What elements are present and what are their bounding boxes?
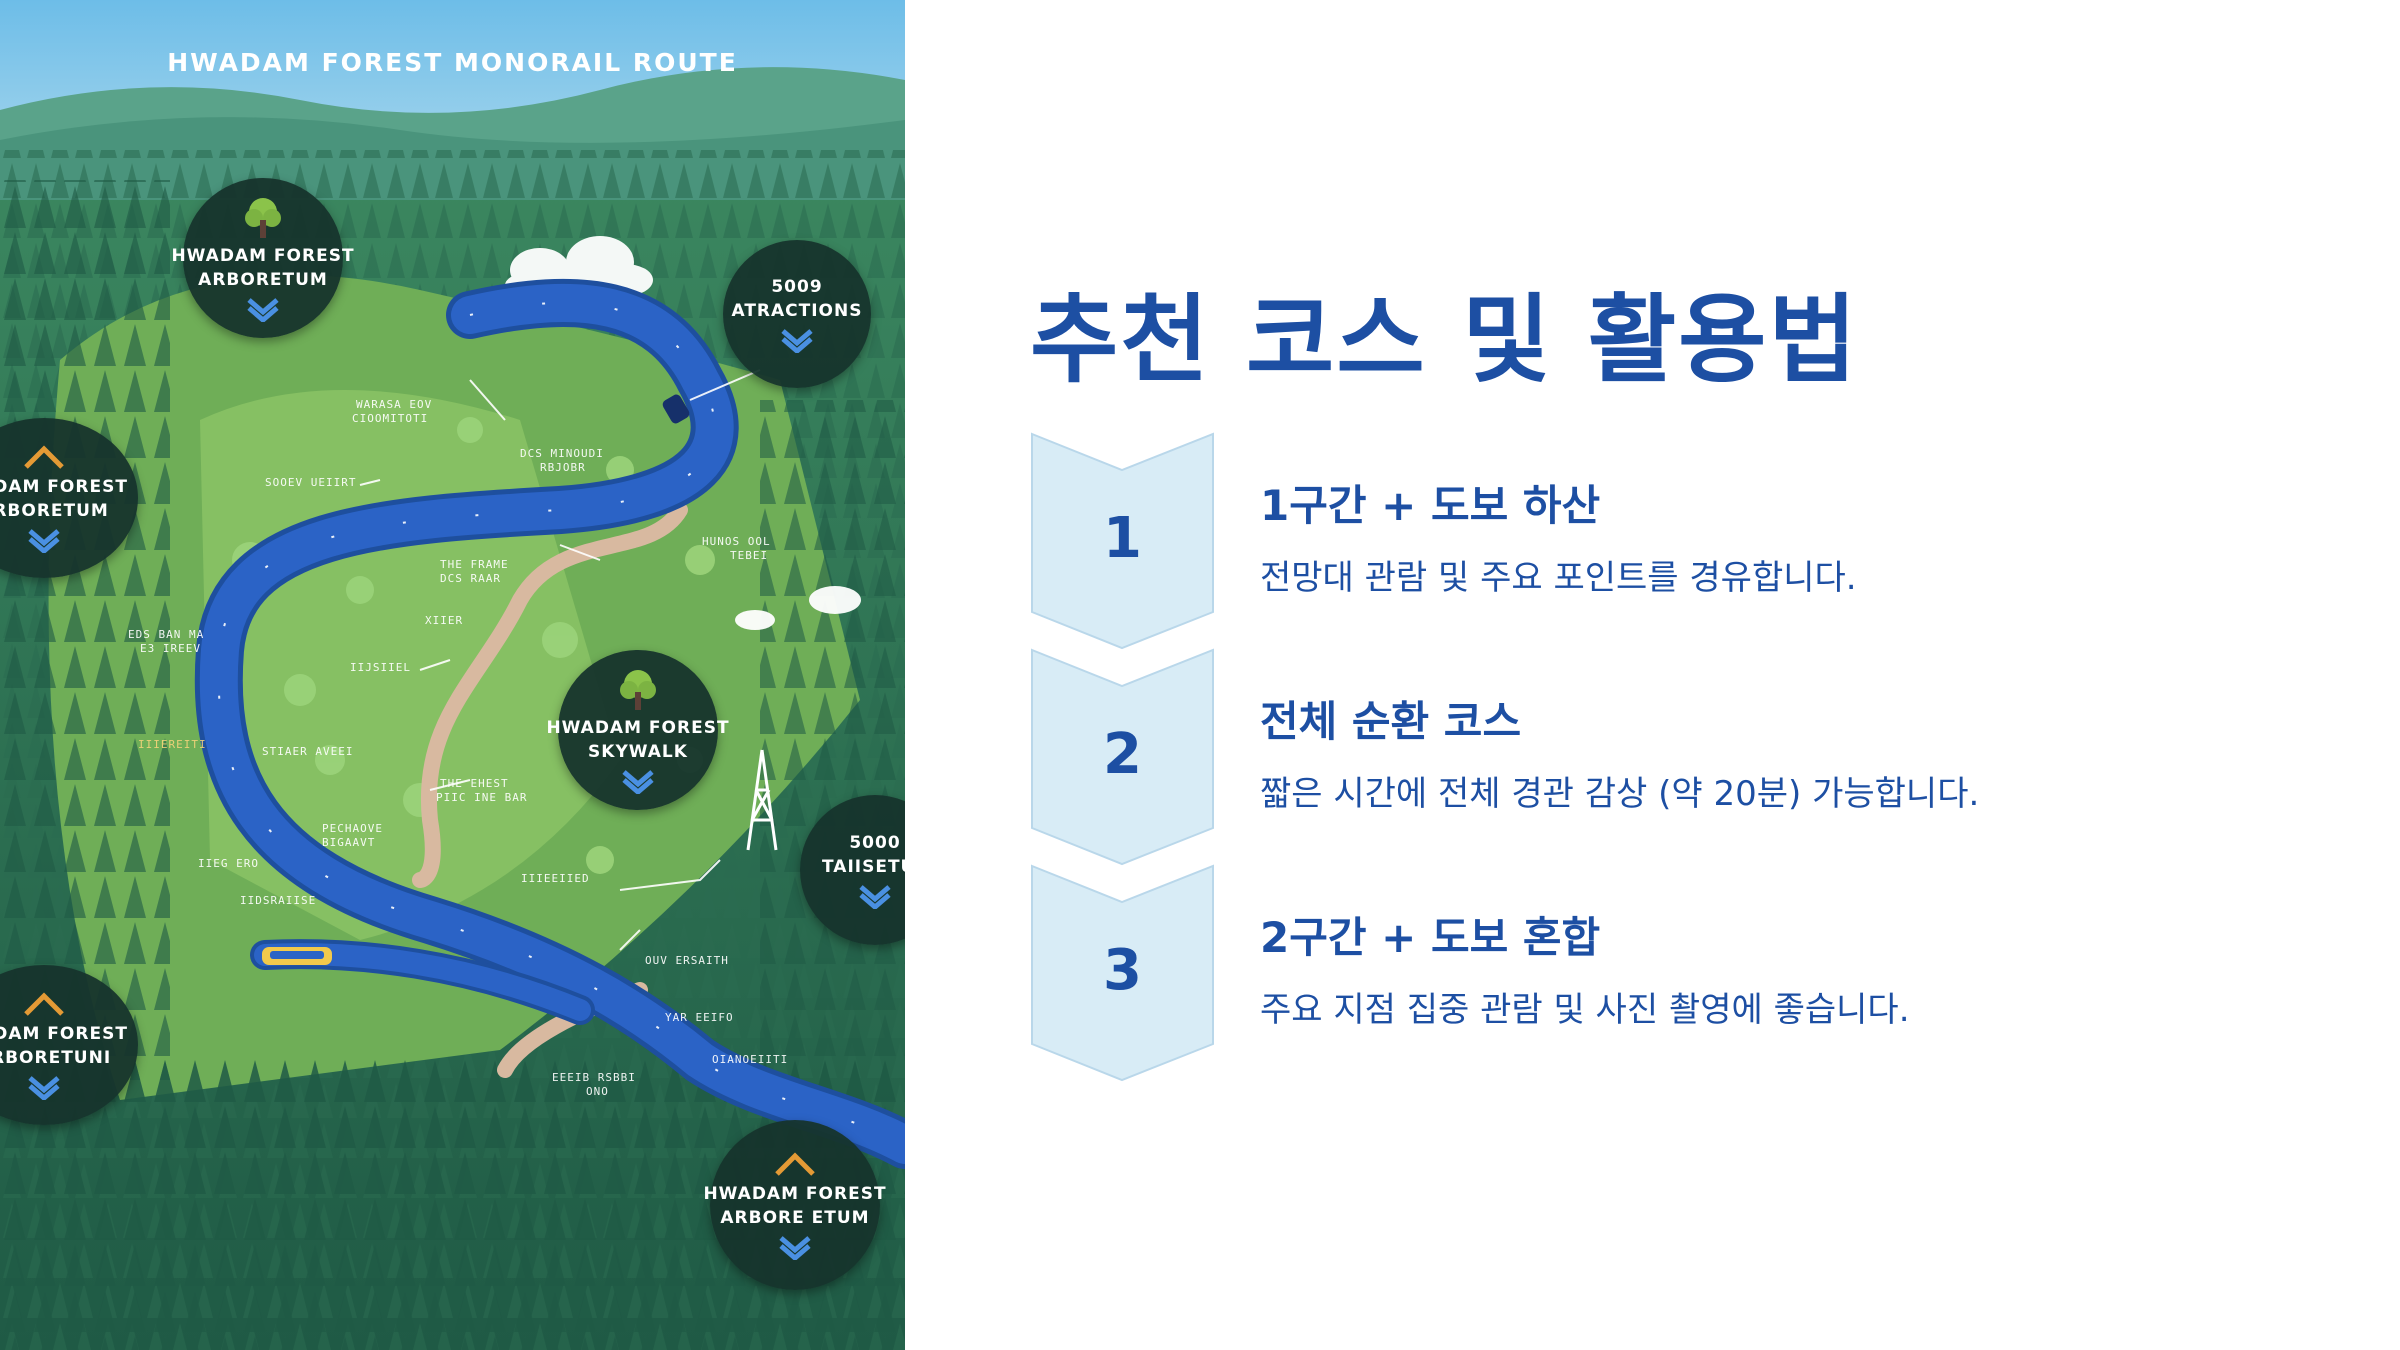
step-title: 전체 순환 코스 — [1260, 697, 1522, 746]
step-description: 전망대 관람 및 주요 포인트를 경유합니다. — [1260, 558, 1857, 598]
pin-line1: HWADAM FOREST — [171, 246, 355, 266]
chevron-down-icon — [859, 885, 891, 909]
map-label: IIIEREITI — [138, 738, 207, 751]
map-pin-arboretum-southwest: WADAM FOREST ARBORETUNI — [0, 965, 138, 1125]
map-pin-arboretum: HWADAM FOREST ARBORETUM — [171, 178, 354, 338]
route-map-illustration: HWADAM FOREST MONORAIL ROUTE HWADAM FORE… — [0, 0, 905, 1350]
map-label: YAR EEIFO — [665, 1011, 734, 1024]
step-number: 3 — [1103, 938, 1142, 1003]
pin-line2: ATRACTIONS — [731, 301, 863, 321]
map-title: HWADAM FOREST MONORAIL ROUTE — [167, 48, 738, 77]
map-label: IIJSIIEL — [350, 661, 411, 674]
map-label: OIANOEIITI — [712, 1053, 789, 1066]
chevron-step-shape — [1031, 432, 1214, 650]
map-pin-east: 5000 TAIISETUE — [800, 795, 905, 945]
map-label: PIIC INE BAR — [436, 791, 528, 804]
chevron-down-icon — [28, 529, 60, 553]
map-label: E3 IREEV — [140, 642, 201, 655]
chevron-step-shape — [1031, 864, 1214, 1082]
map-pin-attractions: 5009 ATRACTIONS — [723, 240, 871, 388]
pin-line1: HWADAM FOREST — [546, 718, 730, 738]
map-label: CIOOMITOTI — [352, 412, 429, 425]
course-guide: 추천 코스 및 활용법 1 1구간 + 도보 하산 전망대 관람 및 주요 포인… — [1030, 0, 2360, 1350]
step-number: 1 — [1103, 506, 1142, 571]
chevron-up-icon — [24, 445, 64, 469]
map-label: EEEIB RSBBI — [552, 1071, 636, 1084]
map-label: HUNOS OOL — [702, 535, 771, 548]
map-label: IIIEEIIED — [521, 872, 590, 885]
map-label: DCS MINOUDI — [520, 447, 604, 460]
pin-line1: WADAM FOREST — [0, 477, 128, 497]
map-pin-skywalk: HWADAM FOREST SKYWALK — [546, 650, 729, 810]
map-label: TEBEI — [730, 549, 769, 562]
step-title: 2구간 + 도보 혼합 — [1260, 913, 1601, 962]
pin-line1: WADAM FOREST — [0, 1024, 128, 1044]
chevron-down-icon — [28, 1076, 60, 1100]
map-label: IIDSRAIISE — [240, 894, 317, 907]
map-pin-arboretum-south: HWADAM FOREST ARBORE ETUM — [703, 1120, 886, 1290]
chevron-down-icon — [622, 770, 654, 794]
step-card: 2 전체 순환 코스 짧은 시간에 전체 경관 감상 (약 20분) 가능합니다… — [1030, 648, 2360, 868]
map-label: WARASA EOV — [356, 398, 433, 411]
map-label: IIEG ERO — [198, 857, 259, 870]
map-label: XIIER — [425, 614, 464, 627]
pin-line1: 5009 — [771, 277, 823, 297]
chevron-down-icon — [779, 1236, 811, 1260]
chevron-step-shape — [1031, 648, 1214, 866]
page-title: 추천 코스 및 활용법 — [1030, 284, 1859, 396]
step-number: 2 — [1103, 722, 1142, 787]
map-label: SOOEV UEIIRT — [265, 476, 357, 489]
step-description: 짧은 시간에 전체 경관 감상 (약 20분) 가능합니다. — [1260, 774, 1980, 814]
pin-line2: ARBORETUNI — [0, 1048, 112, 1068]
pin-line2: ARBORE ETUM — [720, 1208, 870, 1228]
pin-line2: ARBORETUM — [198, 270, 328, 290]
chevron-up-icon — [24, 992, 64, 1016]
map-label: BIGAAVT — [322, 836, 376, 849]
step-card: 3 2구간 + 도보 혼합 주요 지점 집중 관람 및 사진 촬영에 좋습니다. — [1030, 864, 2360, 1084]
chevron-down-icon — [247, 298, 279, 322]
pin-line2: ARBORETUM — [0, 501, 109, 521]
map-label: STIAER AVEEI — [262, 745, 354, 758]
pin-line2: TAIISETUE — [822, 857, 905, 877]
pin-line1: 5000 — [849, 833, 901, 853]
chevron-down-icon — [781, 329, 813, 353]
step-description: 주요 지점 집중 관람 및 사진 촬영에 좋습니다. — [1260, 990, 1910, 1030]
map-label: PECHAOVE — [322, 822, 383, 835]
step-card: 1 1구간 + 도보 하산 전망대 관람 및 주요 포인트를 경유합니다. — [1030, 432, 2360, 652]
map-label: DCS RAAR — [440, 572, 501, 585]
pin-line1: HWADAM FOREST — [703, 1184, 887, 1204]
tree-icon — [620, 670, 656, 710]
map-label: RBJOBR — [540, 461, 586, 474]
map-label: OUV ERSAITH — [645, 954, 729, 967]
map-label: THE EHEST — [440, 777, 509, 790]
map-label: THE FRAME — [440, 558, 509, 571]
map-label: EDS BAN MA — [128, 628, 205, 641]
tree-icon — [245, 198, 281, 238]
chevron-up-icon — [775, 1152, 815, 1176]
pin-line2: SKYWALK — [588, 742, 688, 762]
map-label: ONO — [586, 1085, 609, 1098]
step-title: 1구간 + 도보 하산 — [1260, 481, 1601, 530]
